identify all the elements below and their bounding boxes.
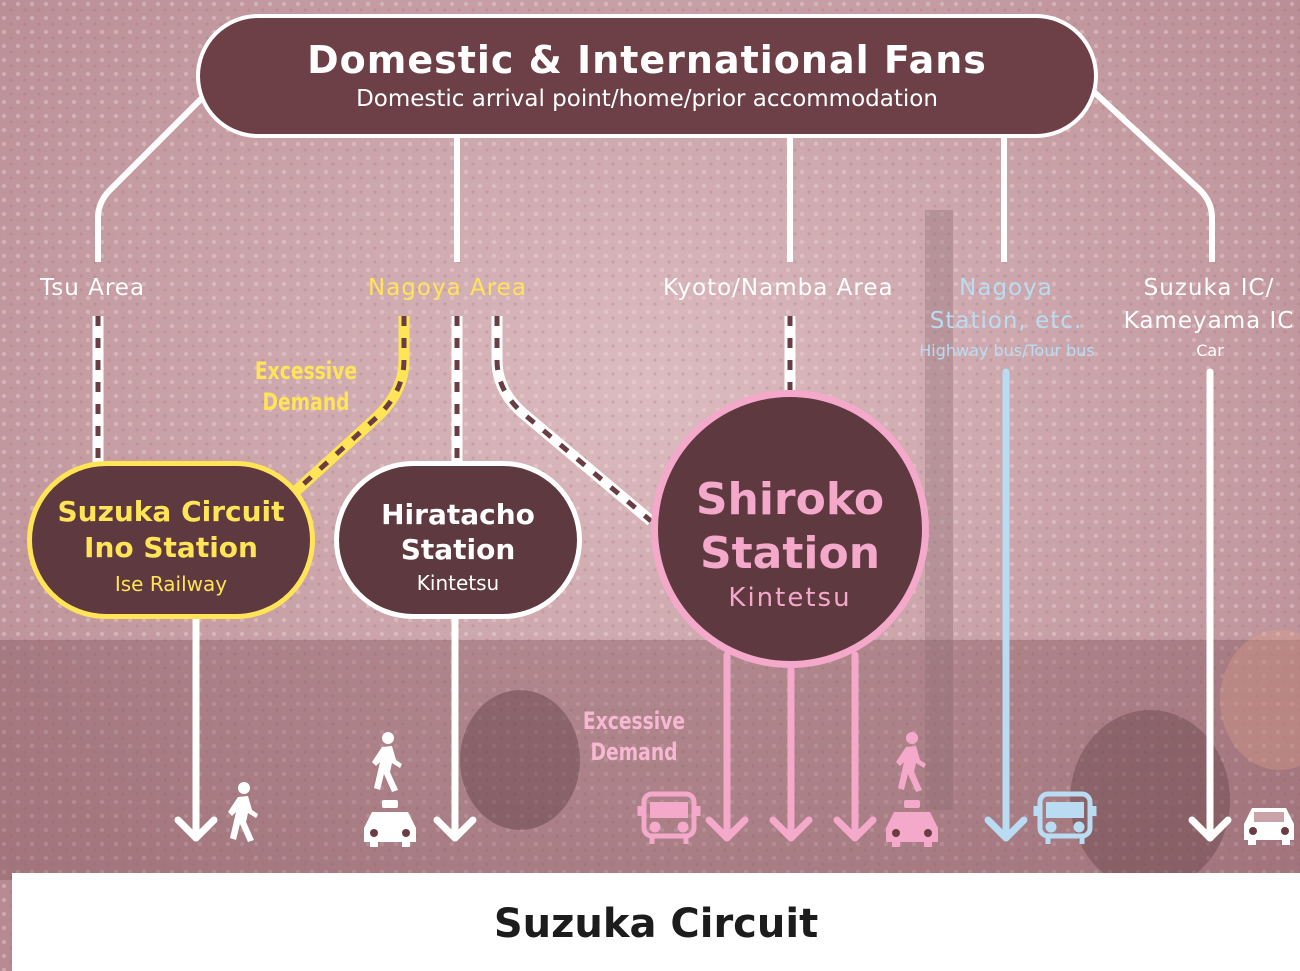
taxi-icon xyxy=(364,800,416,847)
destination-bar: Suzuka Circuit xyxy=(12,873,1300,971)
excessive-demand-pink-line1: Excessive xyxy=(582,707,686,735)
area-label-nagoya-station-line2: Station, etc. xyxy=(929,308,1083,334)
excessive-demand-yellow-line1: Excessive xyxy=(254,357,358,385)
station-hiratacho: Hiratacho Station Kintetsu xyxy=(334,461,582,619)
origin-subtitle: Domestic arrival point/home/prior accomm… xyxy=(356,86,938,112)
down-arrows xyxy=(174,368,1232,842)
taxi-icon xyxy=(886,800,938,847)
area-label-nagoya: Nagoya Area xyxy=(368,275,527,301)
origin-title: Domestic & International Fans xyxy=(307,38,987,82)
excessive-demand-note-yellow: Excessive Demand xyxy=(251,356,360,418)
arrow-shiroko-3 xyxy=(833,651,877,842)
walking-person-icon xyxy=(896,732,926,792)
arrow-hiratacho xyxy=(433,615,477,842)
station-shiroko-line2: Station xyxy=(699,528,881,579)
area-label-kyoto: Kyoto/Namba Area xyxy=(663,275,894,301)
connector-suzuka-ic xyxy=(1091,89,1215,262)
area-label-suzuka-ic: Suzuka IC/ xyxy=(1143,275,1275,301)
origin-node: Domestic & International Fans Domestic a… xyxy=(196,14,1098,138)
station-ino-line2: Ino Station xyxy=(84,531,258,564)
upper-connectors xyxy=(95,89,1215,262)
arrow-suzuka-ic xyxy=(1188,368,1232,842)
destination-title: Suzuka Circuit xyxy=(493,901,819,947)
station-shiroko-operator: Kintetsu xyxy=(728,583,852,613)
bus-icon xyxy=(1033,791,1097,844)
area-label-nagoya-station: Nagoya xyxy=(959,275,1053,301)
excessive-demand-yellow-line2: Demand xyxy=(262,388,350,416)
station-shiroko-name: Shiroko Station xyxy=(658,473,922,581)
bus-icon xyxy=(637,791,701,844)
arrow-shiroko-1 xyxy=(705,651,749,842)
area-label-tsu: Tsu Area xyxy=(40,275,146,301)
station-ino: Suzuka Circuit Ino Station Ise Railway xyxy=(27,461,315,619)
walking-person-icon xyxy=(372,732,402,792)
station-ino-operator: Ise Railway xyxy=(114,572,228,596)
station-ino-line1: Suzuka Circuit xyxy=(57,495,285,528)
area-label-suzuka-ic-line2: Kameyama IC xyxy=(1123,308,1295,334)
area-sub-nagoya-station: Highway bus/Tour bus xyxy=(919,341,1095,360)
excessive-demand-note-pink: Excessive Demand xyxy=(579,706,688,768)
area-sub-suzuka-ic: Car xyxy=(1196,341,1224,360)
arrow-ino xyxy=(174,615,218,842)
connector-tsu xyxy=(95,92,208,262)
walking-person-icon xyxy=(228,782,258,842)
rail-lines xyxy=(92,316,796,526)
station-shiroko-line1: Shiroko xyxy=(695,474,885,525)
station-hiratacho-name: Hiratacho Station xyxy=(339,497,577,567)
station-hiratacho-operator: Kintetsu xyxy=(416,571,500,595)
station-hiratacho-line2: Station xyxy=(400,533,516,566)
arrow-shiroko-2 xyxy=(769,664,813,842)
arrow-nagoya-station xyxy=(984,368,1028,842)
station-ino-name: Suzuka Circuit Ino Station xyxy=(32,494,310,566)
excessive-demand-pink-line2: Demand xyxy=(590,738,678,766)
car-icon xyxy=(1244,808,1294,845)
station-hiratacho-line1: Hiratacho xyxy=(381,498,535,531)
station-shiroko: Shiroko Station Kintetsu xyxy=(651,390,929,668)
